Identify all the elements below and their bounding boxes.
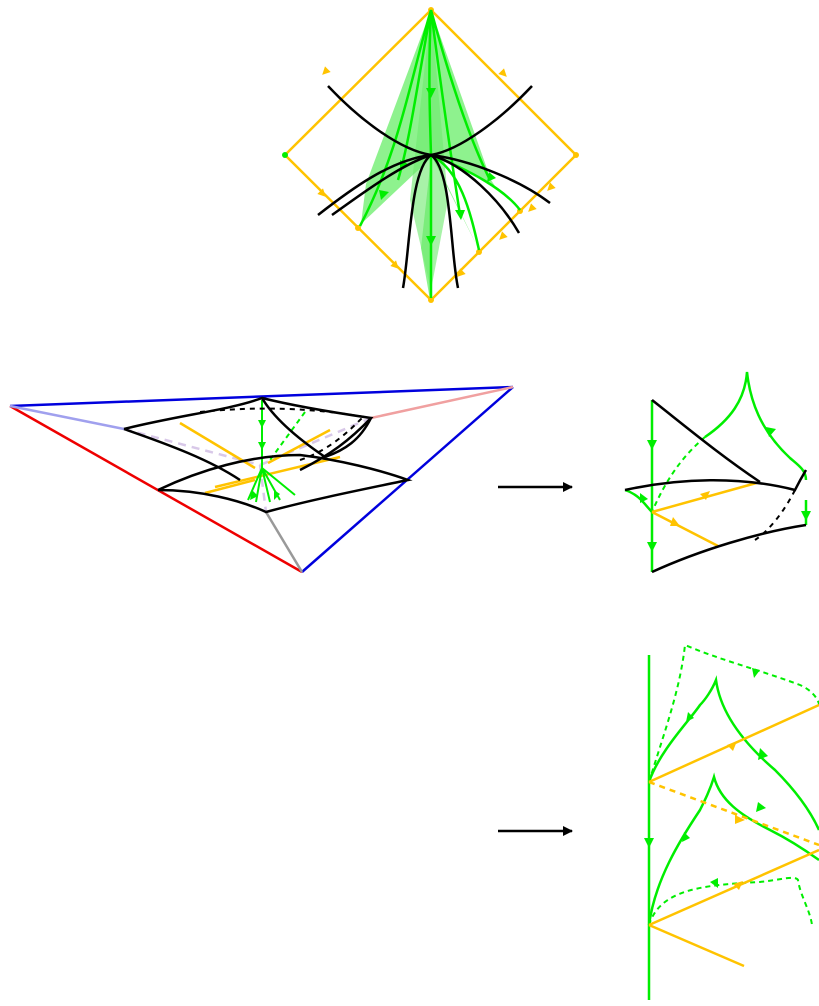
result-green-dashed <box>651 436 706 513</box>
result-black-curves <box>624 399 808 574</box>
yellow-arrowheads <box>317 66 556 277</box>
result-black-dashed <box>754 489 796 541</box>
black-curves <box>317 85 551 289</box>
light-blue-inner-line <box>9 404 125 431</box>
bottom-green-arrowheads <box>644 668 768 888</box>
top-diamond-diagram <box>282 7 579 303</box>
middle-result-diagram <box>624 371 811 574</box>
green-shaded-region-core <box>410 10 448 290</box>
result-yellow-arrowheads <box>670 491 710 526</box>
bottom-green-dashed <box>648 643 819 926</box>
triangle-left-edge <box>9 404 303 574</box>
middle-triangle-diagram <box>9 385 514 574</box>
middle-black-curves <box>123 396 413 514</box>
middle-black-dashed <box>199 407 371 461</box>
middle-green-arrowheads <box>250 420 280 500</box>
bottom-result-diagram <box>644 643 819 1000</box>
result-yellow-lines <box>651 480 761 548</box>
triangle-top-edge <box>9 385 514 408</box>
result-green-cusp <box>704 371 808 481</box>
green-left-dot <box>282 152 288 158</box>
result-green-arrowheads <box>640 427 811 552</box>
bottom-yellow-arrowheads <box>727 741 745 890</box>
gray-inner-line <box>264 511 304 573</box>
bottom-green-cusps <box>647 675 819 926</box>
result-green-left-stub <box>624 488 653 513</box>
dashed-light-lines <box>123 416 372 513</box>
light-red-inner-line <box>370 385 514 420</box>
